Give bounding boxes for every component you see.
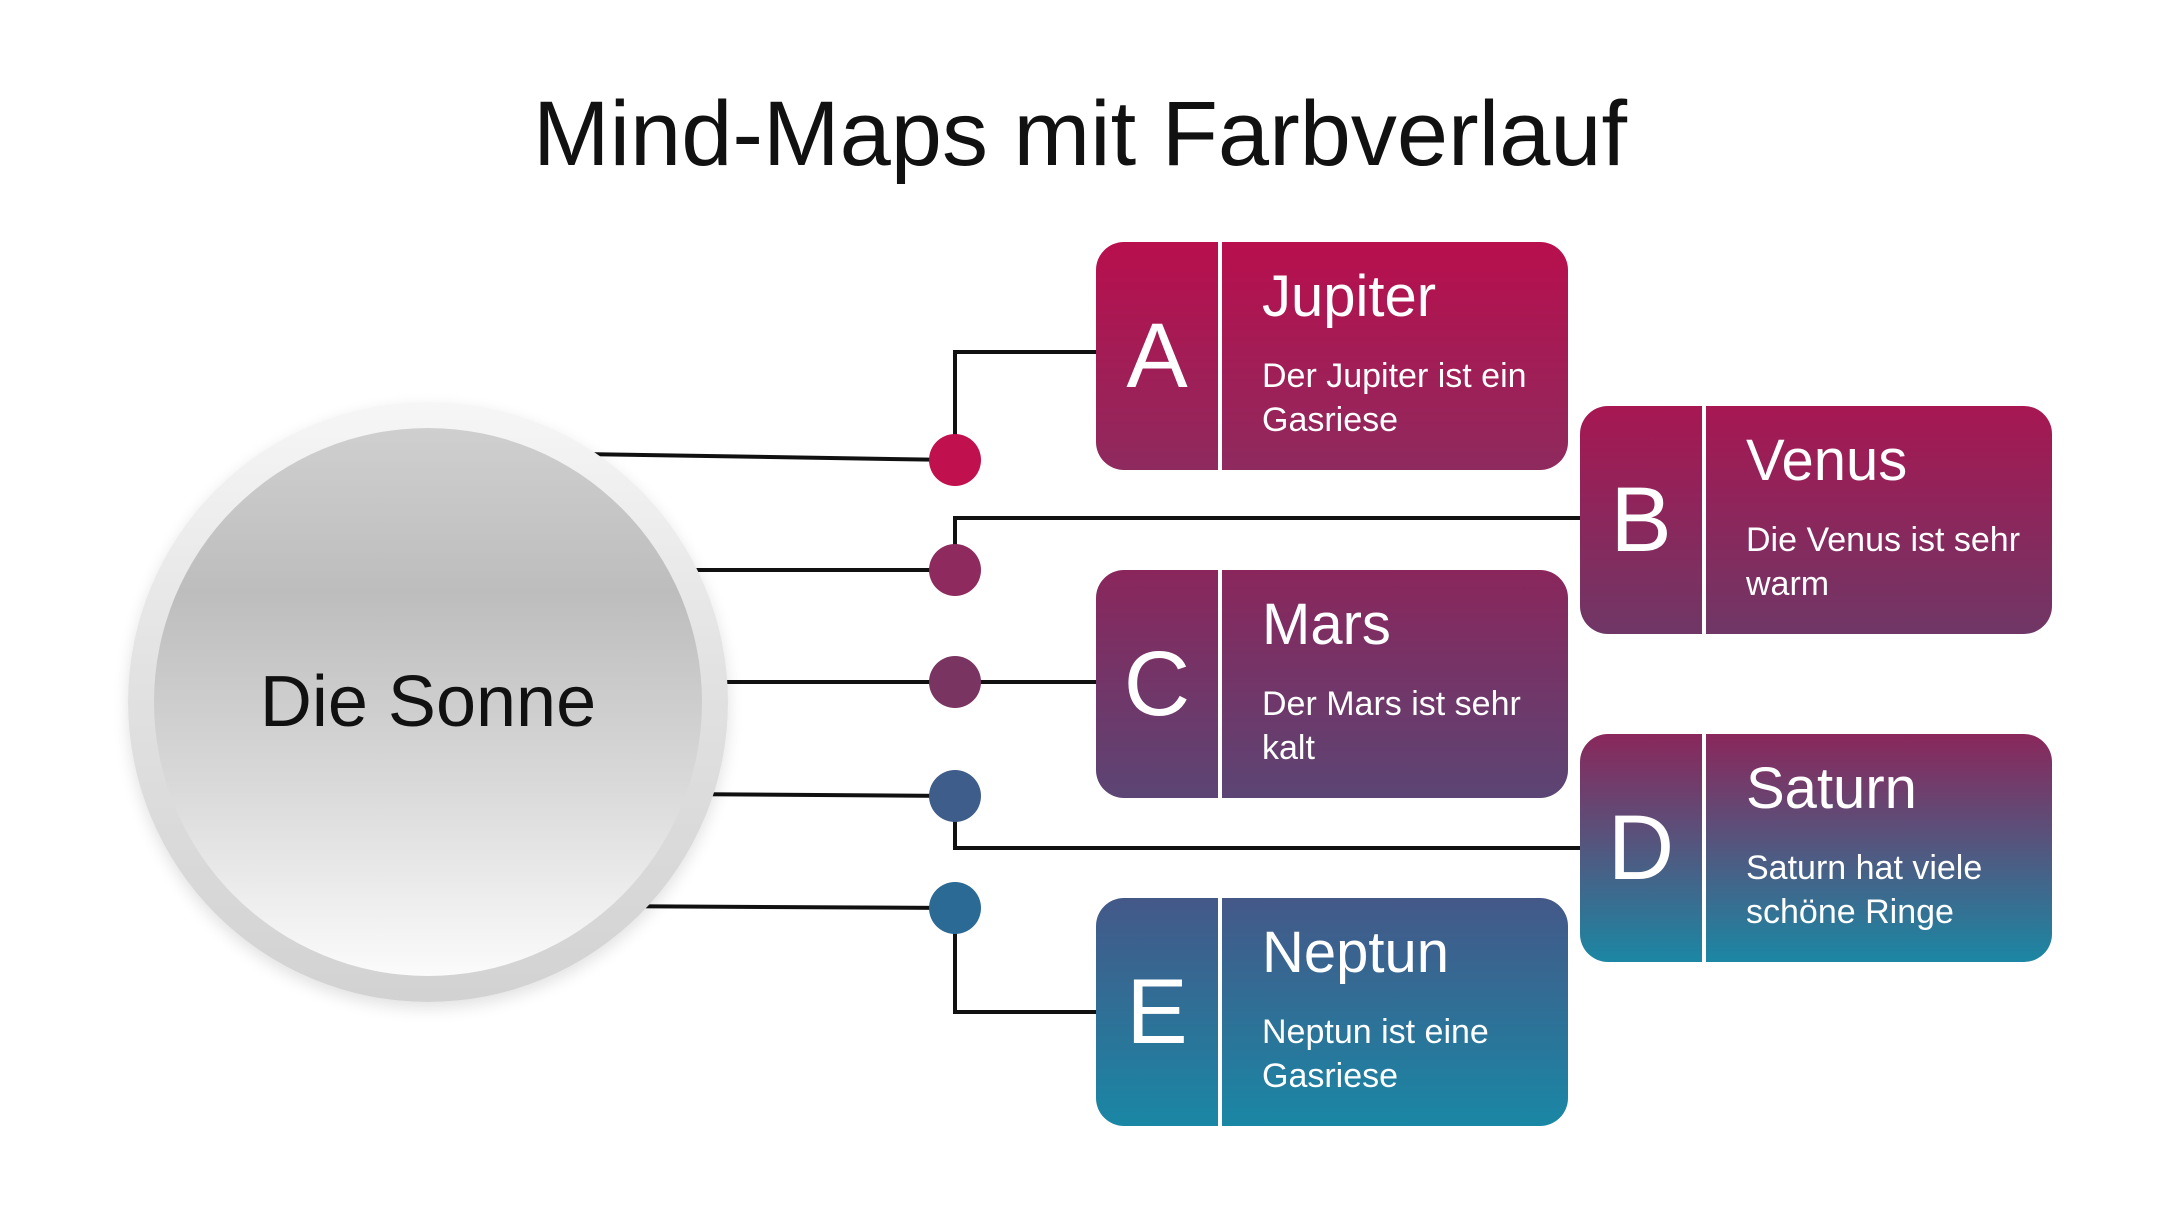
card-divider <box>1702 406 1706 634</box>
sun-circle-inner: Die Sonne <box>154 428 702 976</box>
node-card-venus[interactable]: B Venus Die Venus ist sehr warm <box>1580 406 2052 634</box>
node-title: Saturn <box>1746 756 1917 821</box>
card-divider <box>1218 898 1222 1126</box>
node-description: Der Jupiter ist ein Gasriese <box>1262 357 1527 439</box>
connector-e <box>579 904 1096 1014</box>
node-title: Neptun <box>1262 920 1450 985</box>
card-divider <box>1218 570 1222 798</box>
connector-dot-b <box>929 544 981 596</box>
connector-b <box>672 516 1580 572</box>
node-card-neptun[interactable]: E Neptun Neptun ist eine Gasriese <box>1096 898 1568 1126</box>
connector-d <box>671 792 1580 850</box>
node-title: Mars <box>1262 592 1391 657</box>
card-divider <box>1218 242 1222 470</box>
node-letter: C <box>1123 633 1191 735</box>
connector-dot-e <box>929 882 981 934</box>
node-description: Saturn hat viele schöne Ringe <box>1746 849 1983 931</box>
node-description: Die Venus ist sehr warm <box>1746 521 2021 603</box>
page-title: Mind-Maps mit Farbverlauf <box>532 83 1628 185</box>
node-letter: D <box>1607 797 1675 899</box>
node-title: Jupiter <box>1262 264 1437 329</box>
sun-label: Die Sonne <box>259 662 597 742</box>
sun-circle: Die Sonne <box>128 402 728 1002</box>
connector-dot-c <box>929 656 981 708</box>
node-letter: E <box>1126 961 1188 1063</box>
node-description: Neptun ist eine Gasriese <box>1262 1013 1489 1095</box>
node-letter: A <box>1126 305 1188 407</box>
connector-dot-d <box>929 770 981 822</box>
connector-a <box>579 350 1096 463</box>
node-card-jupiter[interactable]: A Jupiter Der Jupiter ist ein Gasriese <box>1096 242 1568 470</box>
card-divider <box>1702 734 1706 962</box>
node-description: Der Mars ist sehr kalt <box>1262 685 1521 767</box>
node-card-mars[interactable]: C Mars Der Mars ist sehr kalt <box>1096 570 1568 798</box>
node-letter: B <box>1610 469 1672 571</box>
node-card-saturn[interactable]: D Saturn Saturn hat viele schöne Ringe <box>1580 734 2052 962</box>
node-title: Venus <box>1746 428 1908 493</box>
connector-dot-a <box>929 434 981 486</box>
